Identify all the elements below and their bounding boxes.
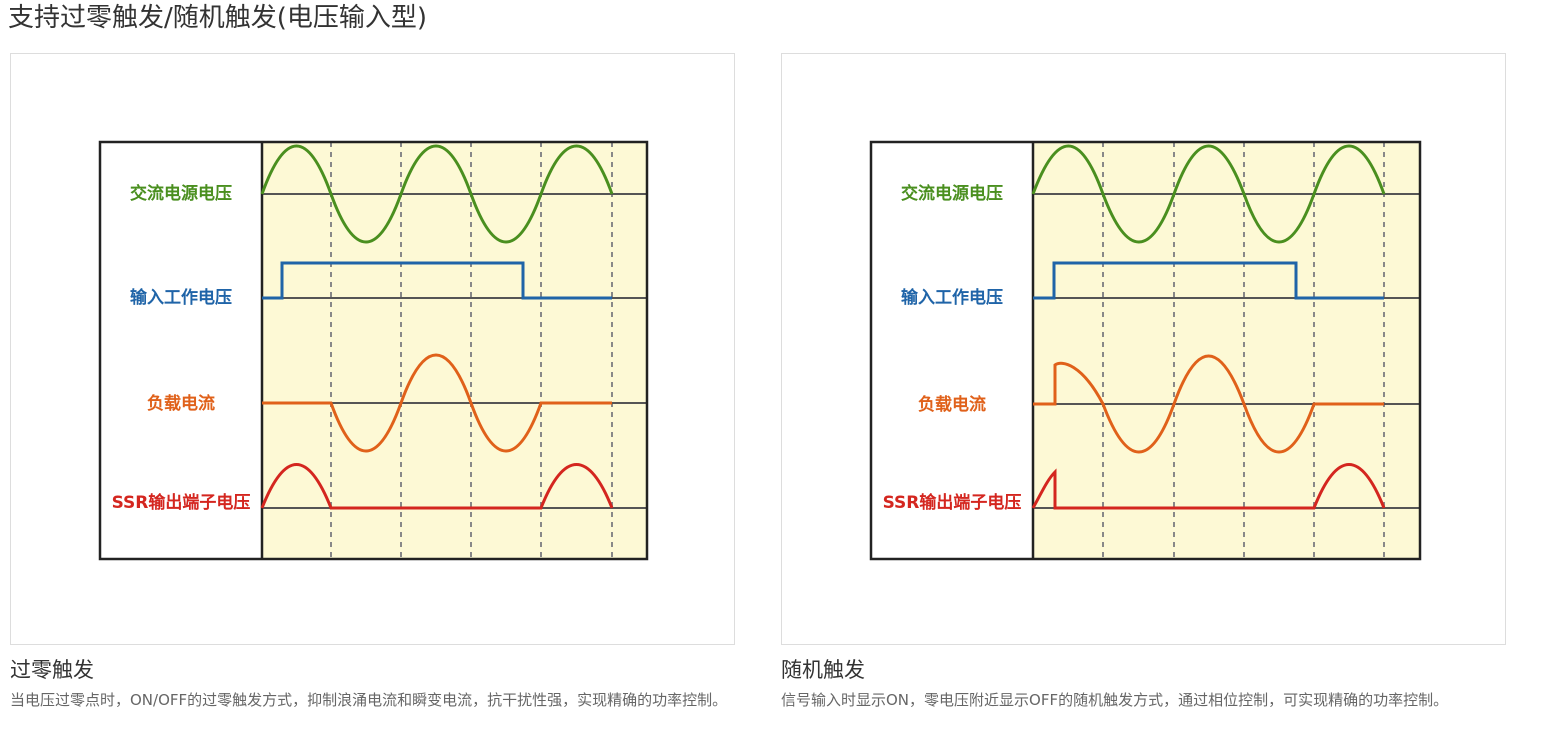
load-current-label: 负载电流 — [147, 393, 215, 414]
load-current-label: 负载电流 — [918, 394, 986, 415]
diagram-border — [98, 140, 649, 561]
plot-background — [1033, 142, 1420, 559]
ssr-voltage-wave — [260, 463, 614, 510]
zero-cross-timing-diagram: 交流电源电压 输入工作电压 负载电流 SSR输出端子电压 — [98, 140, 649, 561]
input-voltage-label: 输入工作电压 — [901, 287, 1003, 308]
ssr-voltage-label: SSR输出端子电压 — [883, 492, 1022, 513]
input-voltage-signal — [262, 261, 612, 300]
zero-cross-description: 当电压过零点时，ON/OFF的过零触发方式，抑制浪涌电流和瞬变电流，抗干扰性强，… — [10, 691, 728, 709]
ac-voltage-wave — [1031, 144, 1386, 244]
ac-voltage-label: 交流电源电压 — [901, 183, 1003, 204]
load-current-wave — [1033, 354, 1384, 454]
zero-cross-title: 过零触发 — [10, 658, 94, 682]
input-voltage-signal — [1033, 261, 1384, 300]
random-timing-diagram: 交流电源电压 输入工作电压 负载电流 SSR输出端子电压 — [869, 140, 1422, 561]
plot-background — [262, 142, 647, 559]
random-description: 信号输入时显示ON，零电压附近显示OFF的随机触发方式，通过相位控制，可实现精确… — [781, 691, 1449, 709]
ssr-voltage-label: SSR输出端子电压 — [112, 492, 251, 513]
input-voltage-label: 输入工作电压 — [130, 287, 232, 308]
ssr-voltage-wave — [1031, 463, 1386, 510]
zero-cross-diagram-frame: 交流电源电压 输入工作电压 负载电流 SSR输出端子电压 — [10, 53, 735, 645]
ac-voltage-label: 交流电源电压 — [130, 183, 232, 204]
zero-cross-card: 交流电源电压 输入工作电压 负载电流 SSR输出端子电压 过零触发 当电压过零点… — [10, 53, 735, 711]
random-title: 随机触发 — [781, 658, 865, 682]
random-diagram-frame: 交流电源电压 输入工作电压 负载电流 SSR输出端子电压 — [781, 53, 1506, 645]
page-title: 支持过零触发/随机触发(电压输入型) — [8, 3, 428, 33]
random-card: 交流电源电压 输入工作电压 负载电流 SSR输出端子电压 随机触发 信号输入时显… — [781, 53, 1506, 711]
ac-voltage-wave — [260, 144, 614, 244]
diagram-border — [869, 140, 1422, 561]
load-current-wave — [262, 353, 612, 453]
